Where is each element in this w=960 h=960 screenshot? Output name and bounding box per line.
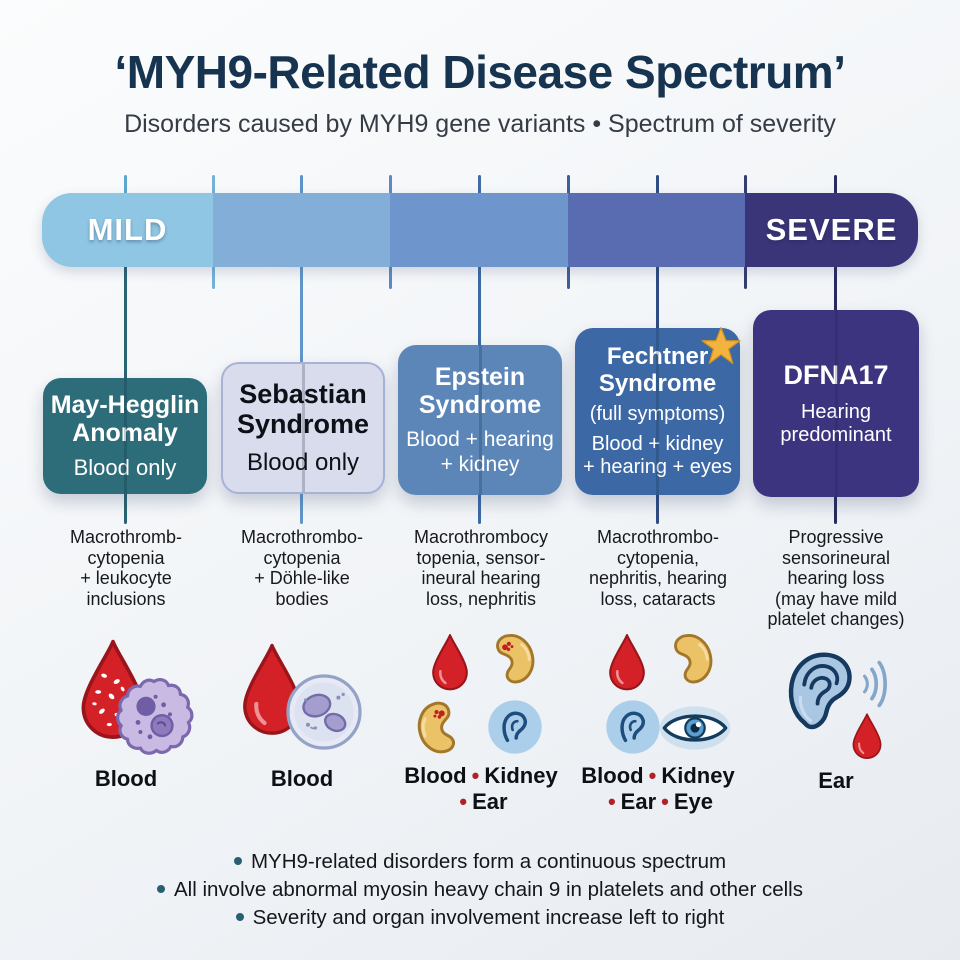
footer-bullet: Severity and organ involvement increase … bbox=[0, 904, 960, 932]
organ-name: Kidney bbox=[484, 763, 558, 788]
red-dot-separator: • bbox=[661, 789, 669, 815]
organ-name: Blood bbox=[581, 763, 644, 788]
tick-mark bbox=[744, 266, 747, 289]
kidney-nephritis-icon bbox=[408, 690, 480, 763]
organ-label-blood: Blood bbox=[242, 766, 362, 792]
bullet-dot bbox=[235, 912, 244, 921]
connector-overlay bbox=[123, 378, 127, 494]
red-dot-separator: • bbox=[471, 763, 480, 788]
severity-spectrum-bar bbox=[42, 193, 918, 267]
syndrome-name: Epstein Syndrome bbox=[418, 363, 542, 420]
blood-drop-icon bbox=[429, 631, 471, 693]
clinical-description: Macrothrombo- cytopenia, nephritis, hear… bbox=[588, 527, 728, 609]
syndrome-organs-summary: Blood + kidney + hearing + eyes bbox=[583, 433, 732, 479]
organ-name: Ear bbox=[620, 789, 657, 815]
footer-bullet: MYH9-related disorders form a continuous… bbox=[0, 848, 960, 876]
syndrome-organs-summary: Blood + hearing + kidney bbox=[406, 428, 554, 476]
star-icon bbox=[700, 326, 742, 368]
tick-mark bbox=[834, 175, 837, 194]
organ-name: Ear bbox=[472, 789, 508, 815]
organ-label-line: Blood•Kidney bbox=[396, 763, 566, 789]
organ-label-blood-kidney-ear: Blood•Kidney •Ear bbox=[396, 763, 566, 816]
footer-text: Severity and organ involvement increase … bbox=[252, 906, 725, 929]
organ-label-line: •Ear•Eye bbox=[573, 789, 743, 815]
syndrome-name: DFNA17 bbox=[783, 360, 889, 391]
white-blood-cell-icon bbox=[284, 670, 364, 754]
bullet-dot bbox=[156, 884, 165, 893]
red-dot-separator: • bbox=[607, 789, 616, 815]
syndrome-box-epstein: Epstein Syndrome Blood + hearing + kidne… bbox=[398, 345, 562, 495]
tick-mark bbox=[478, 175, 481, 194]
clinical-description: Macrothromb- cytopenia + leukocyte inclu… bbox=[69, 527, 183, 609]
tick-mark bbox=[744, 175, 747, 194]
organ-label-line: Blood•Kidney bbox=[573, 763, 743, 789]
page-subtitle: Disorders caused by MYH9 gene variants •… bbox=[124, 110, 836, 138]
organ-name: Blood bbox=[270, 766, 334, 791]
spectrum-segment-2 bbox=[212, 193, 390, 267]
leukocyte-inclusion-cell-icon bbox=[114, 674, 194, 758]
tick-mark bbox=[124, 175, 127, 194]
tick-mark bbox=[389, 175, 392, 194]
red-dot-separator: • bbox=[648, 763, 657, 788]
clinical-description: Progressive sensorineural hearing loss (… bbox=[767, 527, 905, 630]
spectrum-segment-3 bbox=[389, 193, 568, 267]
organ-name: Eye bbox=[673, 789, 714, 815]
connector-overlay bbox=[301, 364, 305, 492]
organ-name: Blood bbox=[404, 763, 467, 788]
syndrome-name: Sebastian Syndrome bbox=[236, 378, 370, 440]
eye-icon bbox=[658, 704, 732, 752]
syndrome-organs-summary: Blood only bbox=[246, 449, 360, 477]
syndrome-name: Fechtner Syndrome bbox=[598, 342, 717, 397]
footer-text: MYH9-related disorders form a continuous… bbox=[250, 850, 727, 873]
sound-waves-icon bbox=[856, 650, 892, 718]
syndrome-box-may-hegglin: May-Hegglin Anomaly Blood only bbox=[43, 378, 207, 494]
bullet-dot bbox=[233, 856, 242, 865]
organ-label-line: •Ear bbox=[396, 789, 566, 815]
footer-text: All involve abnormal myosin heavy chain … bbox=[173, 878, 803, 901]
footer-notes: MYH9-related disorders form a continuous… bbox=[0, 848, 960, 932]
clinical-description: Macrothrombocy topenia, sensor- ineural … bbox=[413, 527, 549, 609]
syndrome-organs-summary: Hearing predominant bbox=[780, 400, 892, 446]
organ-name: Ear bbox=[818, 768, 854, 793]
kidney-icon bbox=[651, 622, 724, 699]
organ-label-blood: Blood bbox=[66, 766, 186, 792]
syndrome-box-dfna17: DFNA17 Hearing predominant bbox=[753, 310, 919, 497]
tick-mark bbox=[212, 175, 215, 194]
tick-mark bbox=[656, 175, 659, 194]
spectrum-segment-1 bbox=[42, 193, 213, 267]
footer-bullet: All involve abnormal myosin heavy chain … bbox=[0, 876, 960, 904]
tick-mark bbox=[567, 266, 570, 289]
spectrum-segment-4 bbox=[567, 193, 745, 267]
tick-mark bbox=[567, 175, 570, 194]
tick-mark bbox=[389, 266, 392, 289]
connector-overlay bbox=[656, 328, 659, 495]
tick-mark bbox=[212, 266, 215, 289]
clinical-description: Macrothrombo- cytopenia + Döhle-like bod… bbox=[240, 527, 364, 609]
ear-circle-icon bbox=[604, 698, 662, 756]
ear-circle-icon bbox=[486, 698, 544, 756]
connector-overlay bbox=[478, 345, 482, 495]
organ-name: Blood bbox=[94, 766, 158, 791]
syndrome-name: May-Hegglin Anomaly bbox=[50, 391, 200, 448]
kidney-nephritis-icon bbox=[473, 622, 546, 699]
blood-drop-icon bbox=[606, 631, 648, 693]
red-dot-separator: • bbox=[459, 789, 468, 815]
severe-label: SEVERE bbox=[765, 212, 898, 247]
syndrome-tag: (full symptoms) bbox=[589, 403, 726, 426]
spectrum-segment-5 bbox=[744, 193, 918, 267]
organ-name: Kidney bbox=[661, 763, 735, 788]
blood-drop-icon bbox=[850, 712, 884, 760]
syndrome-box-sebastian: Sebastian Syndrome Blood only bbox=[221, 362, 385, 494]
organ-label-ear: Ear bbox=[776, 768, 896, 794]
organ-label-blood-kidney-ear-eye: Blood•Kidney •Ear•Eye bbox=[573, 763, 743, 816]
mild-label: MILD bbox=[87, 212, 168, 247]
page-title: ‘MYH9-Related Disease Spectrum’ bbox=[114, 46, 847, 98]
connector-overlay bbox=[834, 310, 838, 497]
tick-mark bbox=[300, 175, 303, 194]
ear-large-icon bbox=[784, 640, 860, 752]
syndrome-organs-summary: Blood only bbox=[73, 455, 177, 481]
